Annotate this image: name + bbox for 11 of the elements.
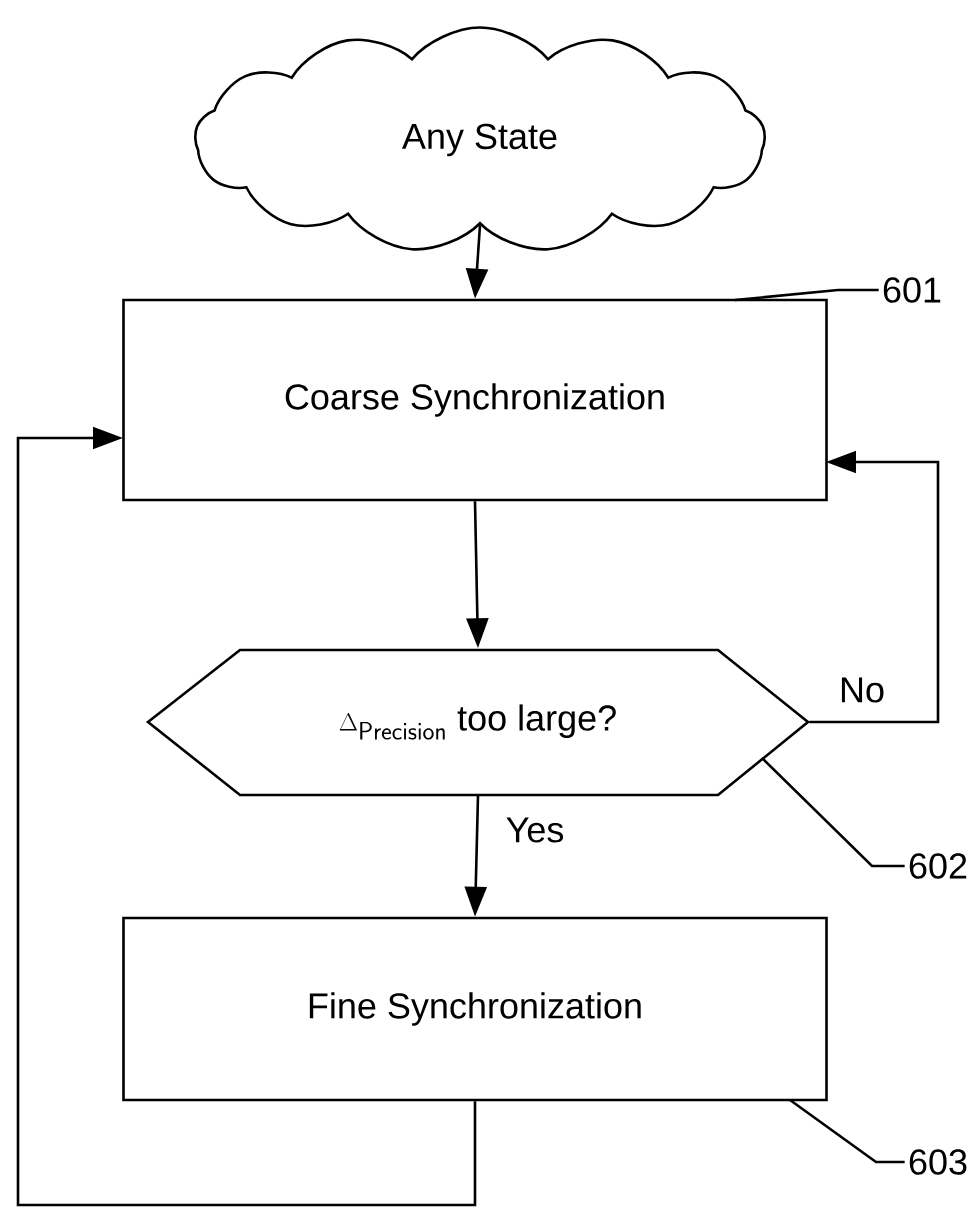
leader-line [761,757,905,868]
edge-label: Yes [503,815,567,845]
arrow [16,426,477,1207]
leader-line [734,288,879,302]
process-box: Coarse Synchronization [122,298,828,502]
callout-number: 602 [909,853,967,879]
callout-number: 603 [909,1149,967,1175]
edge-label: No [837,675,887,705]
callout-number: 601 [883,277,941,303]
leader-line [789,1098,905,1164]
process-box: Fine Synchronization [122,916,828,1102]
